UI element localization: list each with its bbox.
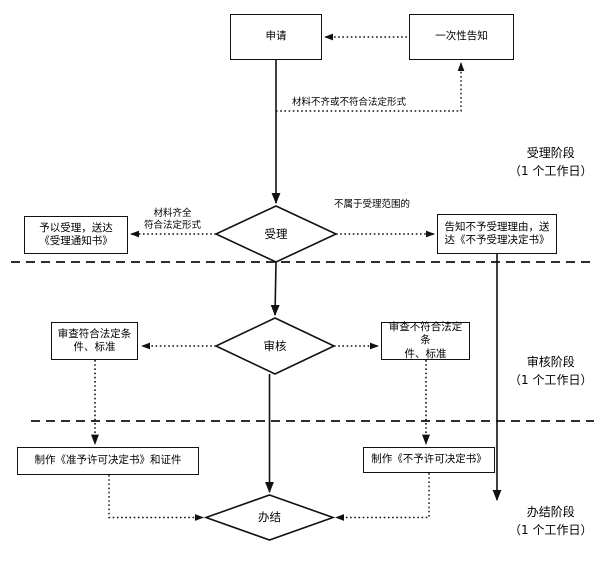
node-finish-label: 办结 xyxy=(258,510,281,525)
edge-label-material-complete-text: 材料齐全 符合法定形式 xyxy=(144,207,202,231)
node-accept[interactable]: 受理 xyxy=(216,206,336,262)
node-accept-rejected[interactable]: 告知不予受理理由，送 达《不予受理决定书》 xyxy=(437,214,557,254)
node-review-label: 审核 xyxy=(263,338,287,353)
edge-label-out-of-scope-text: 不属于受理范围的 xyxy=(334,199,411,210)
node-one-time-notice[interactable]: 一次性告知 xyxy=(409,14,514,60)
stage-label-completion-text: 办结阶段 （1 个工作日） xyxy=(509,505,593,537)
edge-label-out-of-scope: 不属于受理范围的 xyxy=(334,199,410,211)
node-accept-rejected-label: 告知不予受理理由，送 达《不予受理决定书》 xyxy=(444,220,550,246)
edge-accept-to-review xyxy=(270,261,280,317)
stage-label-review-text: 审核阶段 （1 个工作日） xyxy=(509,355,593,387)
node-accept-approved[interactable]: 予以受理，送达 《受理通知书》 xyxy=(24,216,128,254)
diamond-review xyxy=(214,317,336,375)
node-grant-document-label: 制作《准予许可决定书》和证件 xyxy=(34,454,182,467)
edge-label-material-complete: 材料齐全 符合法定形式 xyxy=(144,196,201,232)
edge-accept-to-onetime xyxy=(276,62,465,112)
node-accept-approved-label: 予以受理，送达 《受理通知书》 xyxy=(39,221,113,247)
node-grant-document[interactable]: 制作《准予许可决定书》和证件 xyxy=(17,447,199,475)
node-accept-label: 受理 xyxy=(264,226,288,241)
edge-deny-doc-to-finish xyxy=(335,473,430,521)
node-review-pass-label: 审查符合法定条 件、标准 xyxy=(57,327,132,353)
node-review-pass[interactable]: 审查符合法定条 件、标准 xyxy=(51,322,138,360)
node-apply[interactable]: 申请 xyxy=(230,14,322,60)
node-review-fail[interactable]: 审查不符合法定条 件、标准 xyxy=(381,321,470,360)
node-deny-document[interactable]: 制作《不予许可决定书》 xyxy=(363,447,495,473)
node-apply-label: 申请 xyxy=(265,30,287,43)
stage-label-acceptance-text: 受理阶段 （1 个工作日） xyxy=(509,146,593,178)
edge-grant-doc-to-finish xyxy=(108,475,204,521)
stage-label-review: 审核阶段 （1 个工作日） xyxy=(509,337,592,389)
node-finish[interactable]: 办结 xyxy=(206,495,333,540)
node-deny-document-label: 制作《不予许可决定书》 xyxy=(371,453,487,466)
node-review-fail-label: 审查不符合法定条 件、标准 xyxy=(388,321,463,360)
node-review[interactable]: 审核 xyxy=(216,318,334,374)
diamond-finish xyxy=(203,494,336,541)
edge-label-material-incomplete-text: 材料不齐或不符合法定形式 xyxy=(292,97,407,108)
stage-label-completion: 办结阶段 （1 个工作日） xyxy=(509,487,592,539)
node-one-time-notice-label: 一次性告知 xyxy=(435,30,488,43)
stage-label-acceptance: 受理阶段 （1 个工作日） xyxy=(509,128,592,180)
edge-label-material-incomplete: 材料不齐或不符合法定形式 xyxy=(292,97,406,109)
